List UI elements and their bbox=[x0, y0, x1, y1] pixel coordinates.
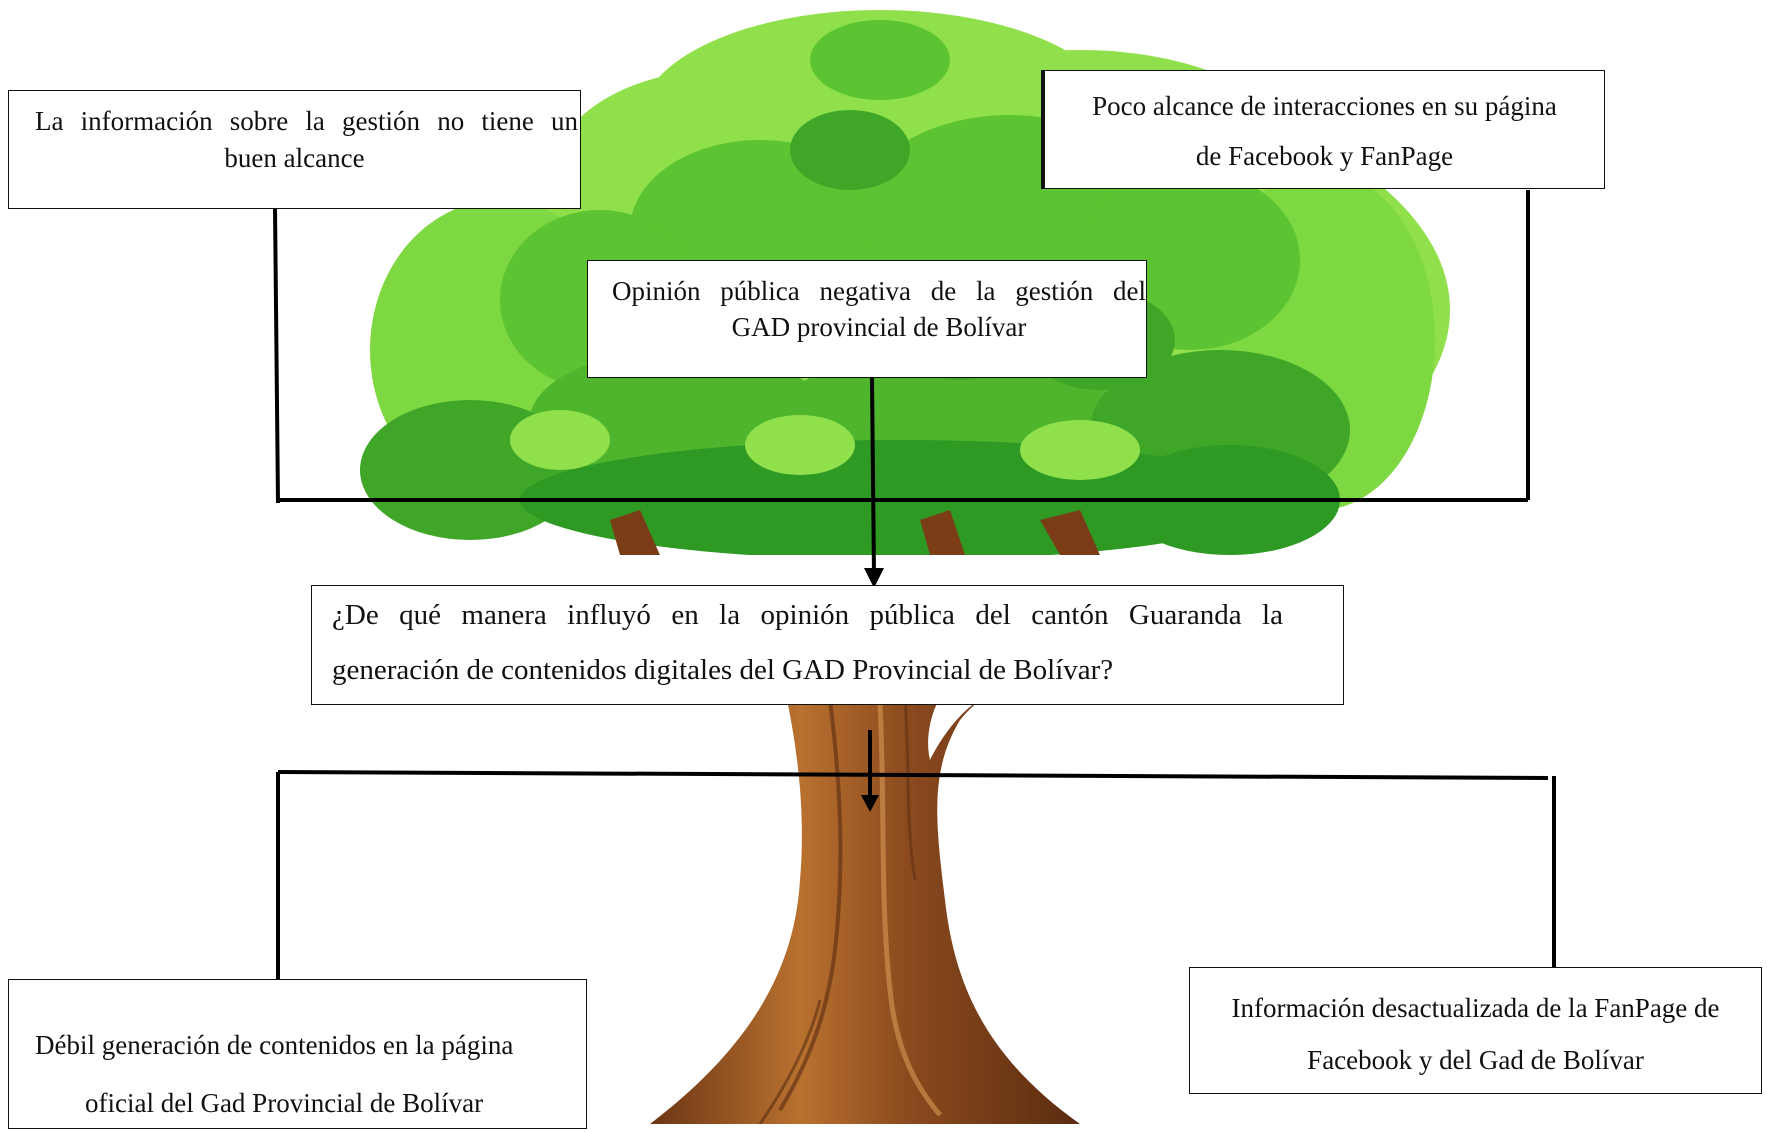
cause-box-left: Débil generación de contenidos en la pág… bbox=[8, 979, 587, 1129]
problem-line2: generación de contenidos digitales del G… bbox=[332, 654, 1114, 686]
cause-right-line2: Facebook y del Gad de Bolívar bbox=[1307, 1045, 1644, 1075]
effect-right-line2: de Facebook y FanPage bbox=[1195, 141, 1454, 171]
line-causes-bus bbox=[277, 770, 1549, 780]
cause-right-line1: Información desactualizada de la FanPage… bbox=[1231, 993, 1720, 1023]
arrow-head-problem bbox=[864, 568, 884, 588]
problem-line1: ¿De qué manera influyó en la opinión púb… bbox=[332, 599, 1283, 631]
line-effect-center bbox=[870, 377, 876, 576]
effect-center-line2: GAD provincial de Bolívar bbox=[731, 312, 1027, 342]
problem-box: ¿De qué manera influyó en la opinión púb… bbox=[311, 585, 1344, 705]
connectors bbox=[273, 190, 1556, 979]
cause-left-line1: Débil generación de contenidos en la pág… bbox=[35, 1030, 514, 1060]
effect-left-line1: La información sobre la gestión no tiene… bbox=[35, 106, 578, 136]
arrow-head-cause bbox=[861, 795, 879, 812]
effect-right-line1: Poco alcance de interacciones en su pági… bbox=[1092, 91, 1557, 121]
effect-box-right: Poco alcance de interacciones en su pági… bbox=[1041, 70, 1605, 189]
effect-box-center: Opinión pública negativa de la gestión d… bbox=[587, 260, 1147, 378]
line-effect-left bbox=[273, 206, 280, 504]
effect-box-left: La información sobre la gestión no tiene… bbox=[8, 90, 581, 209]
tree-trunk bbox=[650, 686, 1080, 1124]
effect-center-line1: Opinión pública negativa de la gestión d… bbox=[612, 276, 1146, 306]
cause-left-line2: oficial del Gad Provincial de Bolívar bbox=[85, 1088, 484, 1118]
effect-left-line2: buen alcance bbox=[224, 143, 365, 173]
cause-box-right: Información desactualizada de la FanPage… bbox=[1189, 967, 1762, 1094]
